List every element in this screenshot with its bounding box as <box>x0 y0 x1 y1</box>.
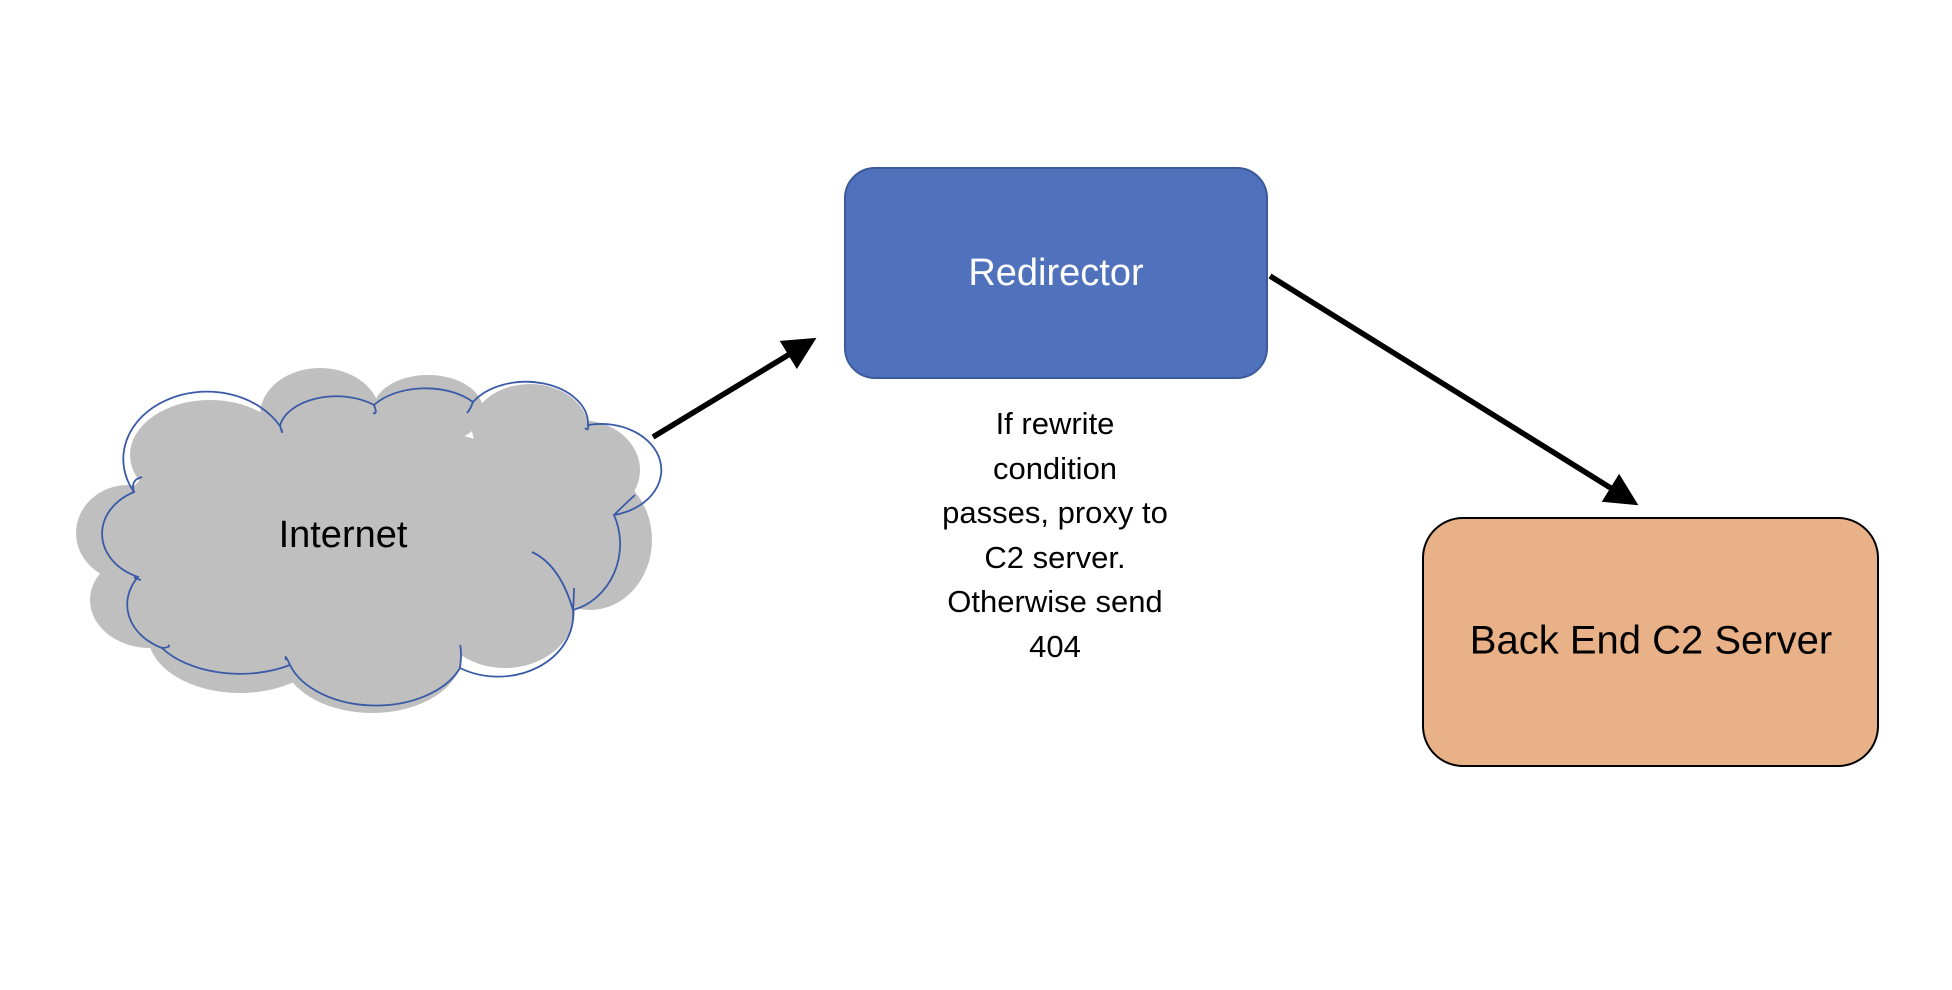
redirector-node: Redirector <box>844 167 1268 379</box>
arrow-redirector-to-backend <box>1268 273 1639 506</box>
note-line: condition <box>992 450 1118 486</box>
note-line: passes, proxy to <box>942 495 1168 530</box>
arrow-internet-to-redirector <box>651 337 817 440</box>
internet-label: Internet <box>279 514 408 556</box>
redirector-note: If rewrite condition passes, proxy to C2… <box>905 402 1205 669</box>
backend-box <box>1422 517 1879 767</box>
cloud-shape <box>76 368 663 713</box>
redirector-box <box>844 167 1268 379</box>
note-line: 404 <box>1029 628 1081 664</box>
note-line: C2 server. <box>984 539 1126 575</box>
internet-cloud: Internet <box>76 368 663 713</box>
backend-label: Back End C2 Server <box>1470 619 1832 663</box>
note-line: If rewrite <box>995 406 1115 441</box>
redirector-label: Redirector <box>968 252 1144 294</box>
note-line: Otherwise send <box>947 584 1163 619</box>
backend-node: Back End C2 Server <box>1422 517 1879 767</box>
